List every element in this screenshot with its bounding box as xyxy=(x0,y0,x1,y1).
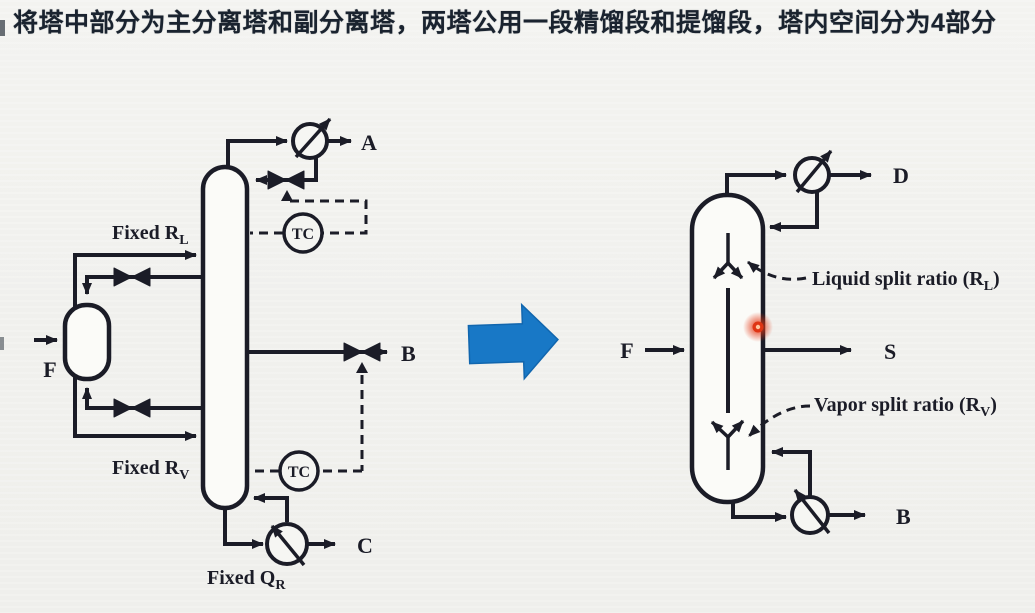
condenser-duty-arrow xyxy=(294,117,332,159)
tc-label: TC xyxy=(292,226,314,243)
prefrac-vapor-top-pipe xyxy=(73,250,197,307)
condenser xyxy=(793,149,833,194)
label-feed-f: F xyxy=(620,338,633,363)
label-fixed-qr: Fixed QR xyxy=(207,567,286,593)
reboiler-duty-arrow xyxy=(270,524,306,567)
liquid-split-leader xyxy=(747,260,807,281)
tc-label: TC xyxy=(288,464,310,481)
prefrac-bottom-valve xyxy=(113,398,151,418)
overhead-vapor-pipe xyxy=(725,170,787,200)
label-bottoms-c: C xyxy=(357,533,373,558)
prefractionator-column-diagram: TC TC A B C F Fixed RL Fixed RV Fixed QR xyxy=(34,117,416,593)
dividing-wall-column-diagram: D S B F Liquid split ratio (RL) Vapor sp… xyxy=(620,149,1000,535)
transformation-arrow xyxy=(467,302,559,381)
vapor-split-leader xyxy=(747,404,811,438)
prefrac-top-valve xyxy=(113,267,151,287)
reboiler-feed-pipe xyxy=(731,500,787,522)
label-vapor-split-ratio: Vapor split ratio (RV) xyxy=(814,394,997,420)
signal-arrow xyxy=(281,190,293,201)
side-product-control-valve xyxy=(343,342,381,362)
top-control-loop xyxy=(250,190,368,235)
liquid-splitter xyxy=(712,233,744,280)
reflux-pipe xyxy=(255,157,318,185)
temperature-controller-top: TC xyxy=(282,212,324,254)
label-liquid-split-ratio: Liquid split ratio (RL) xyxy=(812,268,1000,294)
label-side-product-b: B xyxy=(401,341,416,366)
boilup-return-pipe xyxy=(771,447,812,497)
label-feed-f: F xyxy=(43,357,56,382)
reboiler xyxy=(265,522,309,567)
reboiler xyxy=(790,488,831,535)
label-bottoms-b: B xyxy=(896,504,911,529)
temperature-controller-side: TC xyxy=(278,450,320,492)
label-side-product-s: S xyxy=(884,339,896,364)
side-control-loop xyxy=(250,362,368,473)
reboiler-duty-arrow xyxy=(793,488,831,535)
prefrac-vapor-bottom-pipe xyxy=(73,377,197,441)
page-title: 将塔中部分为主分离塔和副分离塔，两塔公用一段精馏段和提馏段，塔内空间分为4部分 xyxy=(13,9,997,37)
label-distillate-d: D xyxy=(893,163,909,188)
label-fixed-rl: Fixed RL xyxy=(112,222,189,248)
reboiler-feed-pipe xyxy=(223,505,264,549)
boilup-return-pipe xyxy=(253,493,289,522)
main-column xyxy=(200,164,250,511)
reflux-pipe xyxy=(769,192,819,232)
prefrac-liquid-top-pipe xyxy=(82,275,203,295)
vapor-splitter xyxy=(710,419,745,470)
signal-arrow xyxy=(356,362,368,373)
condenser-duty-arrow xyxy=(795,149,833,194)
overhead-vapor-pipe xyxy=(226,136,288,172)
label-distillate-a: A xyxy=(361,130,377,155)
prefrac-liquid-bottom-pipe xyxy=(82,387,203,410)
blue-right-arrow xyxy=(467,302,559,381)
prefractionator-vessel xyxy=(62,302,112,382)
label-fixed-rv: Fixed RV xyxy=(112,457,189,483)
condenser xyxy=(291,117,332,160)
reflux-control-valve xyxy=(267,170,305,190)
edge-artifact xyxy=(0,337,4,350)
edge-artifact xyxy=(0,20,5,36)
laser-pointer-dot xyxy=(743,312,773,342)
